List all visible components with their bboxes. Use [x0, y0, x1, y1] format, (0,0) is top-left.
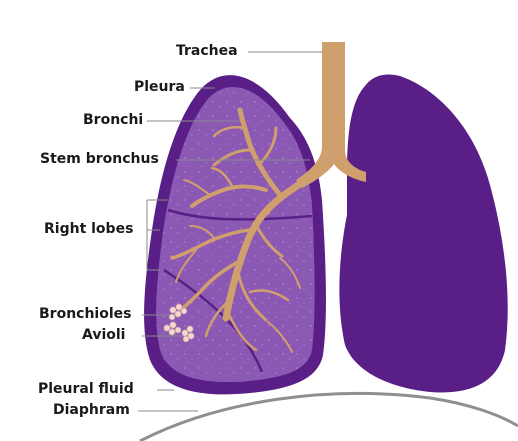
label-pleural-fluid: Pleural fluid	[38, 381, 134, 397]
diaphragm	[140, 393, 518, 441]
label-pleura: Pleura	[134, 79, 185, 95]
left-lung	[339, 74, 507, 392]
label-avioli: Avioli	[82, 327, 125, 343]
label-trachea: Trachea	[176, 43, 238, 59]
label-stem-bronchus: Stem bronchus	[40, 151, 159, 167]
label-diaphram: Diaphram	[53, 402, 130, 418]
label-bronchi: Bronchi	[83, 112, 143, 128]
label-right-lobes: Right lobes	[44, 221, 133, 237]
label-bronchioles: Bronchioles	[39, 306, 131, 322]
